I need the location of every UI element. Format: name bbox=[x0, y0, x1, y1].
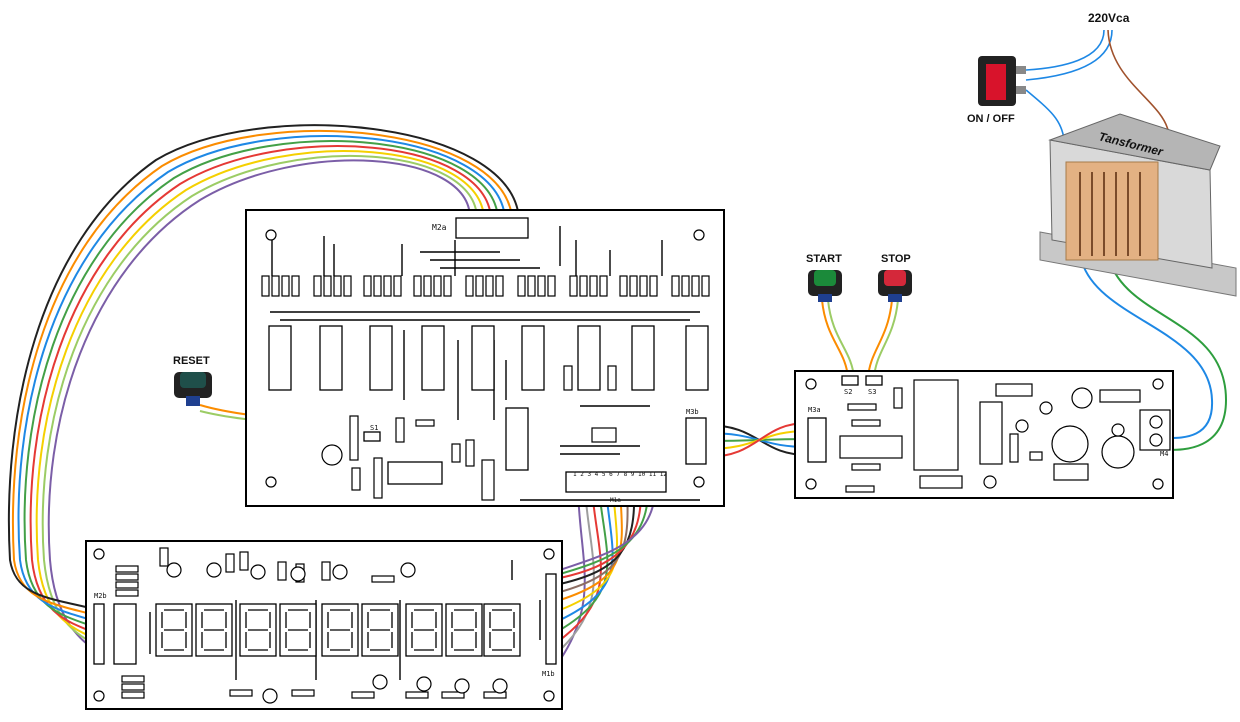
m1a-label: M1a bbox=[610, 497, 621, 504]
main-board-components bbox=[321, 365, 617, 501]
s3-label: S3 bbox=[868, 388, 876, 396]
control-board-components bbox=[839, 379, 1171, 493]
wire-bundle-m1a-to-m1b bbox=[559, 489, 656, 661]
s1-label: S1 bbox=[370, 424, 378, 432]
reset-label: RESET bbox=[173, 355, 210, 367]
reset-button[interactable]: RESET bbox=[173, 355, 212, 406]
seven-segment-displays bbox=[155, 603, 521, 657]
m4-label: M4 bbox=[1160, 450, 1168, 458]
resistor-arrays bbox=[261, 275, 710, 297]
power-switch-label: ON / OFF bbox=[967, 113, 1015, 125]
s2-label: S2 bbox=[844, 388, 852, 396]
wire-bundle-main-to-display bbox=[7, 124, 520, 653]
m1b-label: M1b bbox=[542, 670, 555, 678]
m3b-label: M3b bbox=[686, 408, 699, 416]
wire-transformer-to-m4 bbox=[1081, 261, 1228, 452]
m3a-label: M3a bbox=[808, 406, 821, 414]
dip-ic-row bbox=[268, 325, 709, 485]
display-components bbox=[115, 547, 508, 704]
power-switch[interactable]: ON / OFF bbox=[967, 56, 1026, 125]
wire-start-stop-buttons bbox=[821, 299, 899, 379]
transformer: Tansformer bbox=[1039, 113, 1237, 297]
stop-button[interactable]: STOP bbox=[878, 253, 912, 302]
mains-label: 220Vca bbox=[1088, 11, 1130, 25]
pcb-tracks bbox=[270, 226, 700, 501]
stop-label: STOP bbox=[881, 253, 911, 265]
display-driver-ic bbox=[113, 603, 137, 665]
start-button[interactable]: START bbox=[806, 253, 842, 302]
display-board: M2b M1b bbox=[85, 540, 563, 710]
m1a-pin-numbers: 1 2 3 4 5 6 7 8 9 10 11 12 bbox=[573, 471, 667, 478]
control-board: M3a S2 S3 bbox=[794, 370, 1174, 499]
m2a-label: M2a bbox=[432, 223, 447, 232]
start-label: START bbox=[806, 253, 842, 265]
m2b-label: M2b bbox=[94, 592, 107, 600]
main-board: M2a bbox=[245, 209, 725, 507]
